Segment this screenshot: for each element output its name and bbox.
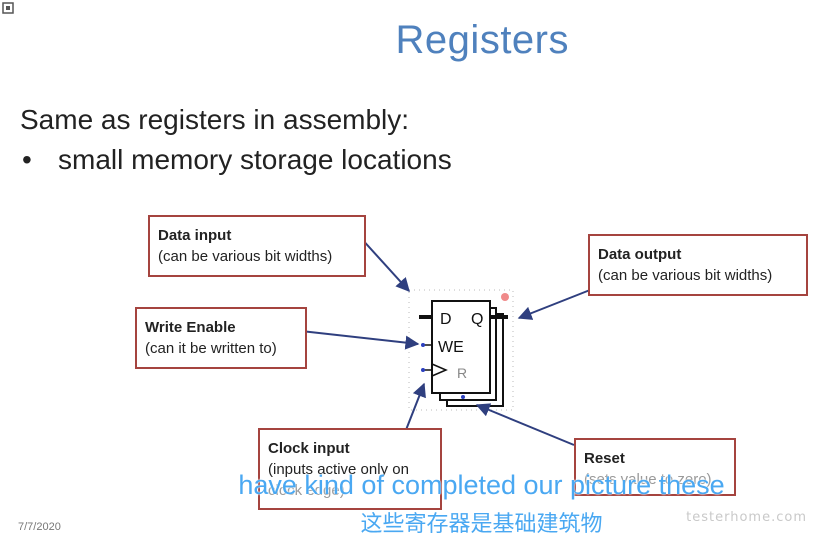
slide-title: Registers bbox=[395, 18, 569, 62]
clock-input-desc: (inputs active only on bbox=[268, 461, 409, 478]
bullet-item: • small memory storage locations bbox=[22, 144, 452, 176]
clock-triangle-icon bbox=[431, 363, 448, 377]
cursor-dot bbox=[501, 293, 509, 301]
watermark-text: testerhome.com bbox=[686, 510, 807, 525]
clock-input-arrow bbox=[403, 382, 426, 436]
port-r-label: R bbox=[457, 365, 467, 381]
data-input-callout: Data input (can be various bit widths) bbox=[148, 215, 366, 277]
data-output-arrow bbox=[517, 289, 591, 320]
clk-pin bbox=[421, 368, 425, 372]
clock-input-callout: Clock input (inputs active only on clock… bbox=[258, 428, 442, 510]
reset-pin bbox=[461, 395, 465, 399]
subtitle-chinese: 这些寄存器是基础建筑物 bbox=[360, 511, 603, 536]
reset-title: Reset bbox=[584, 450, 625, 467]
slide-date: 7/7/2020 bbox=[18, 521, 61, 533]
write-enable-arrow bbox=[291, 329, 420, 350]
port-d-label: D bbox=[440, 311, 452, 328]
data-input-title: Data input bbox=[158, 227, 232, 244]
subtitle-english: have kind of completed our picture these bbox=[238, 470, 725, 500]
port-we-label: WE bbox=[438, 339, 464, 356]
register-box-front bbox=[431, 300, 491, 394]
clock-input-title: Clock input bbox=[268, 440, 350, 457]
we-pin bbox=[421, 343, 425, 347]
data-output-title: Data output bbox=[598, 246, 682, 263]
reset-desc-partial: (sets value to zero) bbox=[584, 471, 712, 488]
data-output-desc: (can be various bit widths) bbox=[598, 267, 773, 284]
data-output-callout: Data output (can be various bit widths) bbox=[588, 234, 808, 296]
data-input-desc: (can be various bit widths) bbox=[158, 248, 333, 265]
bullet-dot: • bbox=[22, 144, 32, 175]
reset-arrow bbox=[475, 403, 575, 446]
corner-logo-icon bbox=[0, 0, 16, 18]
intro-text: Same as registers in assembly: bbox=[20, 104, 410, 135]
bullet-text: small memory storage locations bbox=[58, 144, 452, 175]
write-enable-callout: Write Enable (can it be written to) bbox=[135, 307, 307, 369]
clock-input-desc-partial: clock edge) bbox=[268, 482, 345, 499]
port-q-label: Q bbox=[471, 311, 483, 328]
reset-callout: Reset (sets value to zero) bbox=[574, 438, 736, 496]
selection-region bbox=[408, 289, 514, 411]
write-enable-title: Write Enable bbox=[145, 319, 236, 336]
write-enable-desc: (can it be written to) bbox=[145, 340, 277, 357]
